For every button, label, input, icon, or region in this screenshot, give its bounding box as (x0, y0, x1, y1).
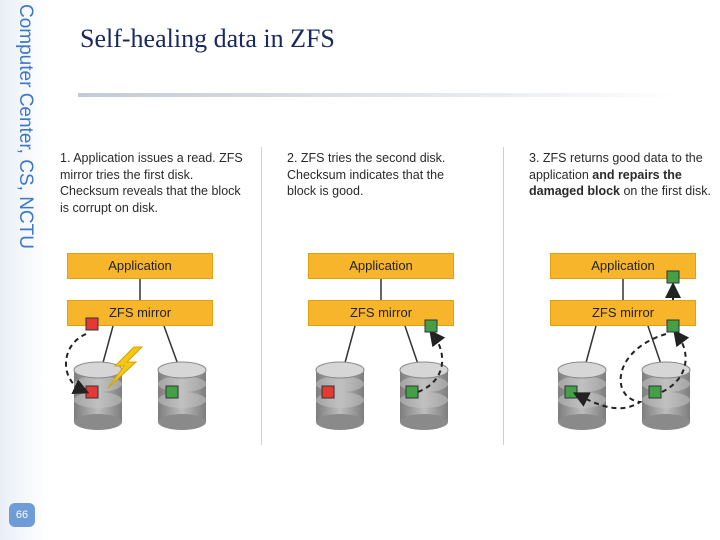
good-block-icon (666, 270, 680, 284)
lightning-icon (107, 346, 144, 389)
good-block-icon (648, 385, 662, 399)
panel2-caption: 2. ZFS tries the second disk. Checksum i… (287, 151, 446, 198)
side-band (0, 0, 46, 540)
panel3-caption: 3. ZFS returns good data to the applicat… (529, 150, 719, 200)
good-block-icon (424, 319, 438, 333)
panel1-zfs-mirror-box: ZFS mirror (67, 300, 213, 326)
panel3-caption-a: 3. ZFS returns good data to the applicat… (529, 151, 703, 182)
panel-separator-1 (261, 147, 262, 445)
title-underline (78, 93, 678, 97)
slide-title: Self-healing data in ZFS (80, 24, 335, 53)
corrupt-block-icon (321, 385, 335, 399)
good-block-icon (666, 319, 680, 333)
panel3-caption-c: on the first disk. (620, 184, 712, 198)
page-number: 66 (9, 503, 35, 527)
panel2-application-box: Application (308, 253, 454, 279)
panel1-caption: 1. Application issues a read. ZFS mirror… (60, 151, 243, 215)
panel1-application-box: Application (67, 253, 213, 279)
panel3-zfs-mirror-box: ZFS mirror (550, 300, 696, 326)
panel-separator-2 (503, 147, 504, 445)
corrupt-block-icon (85, 317, 99, 331)
good-block-icon (165, 385, 179, 399)
panel3-caption-bold: and repairs the damaged block (529, 167, 682, 199)
